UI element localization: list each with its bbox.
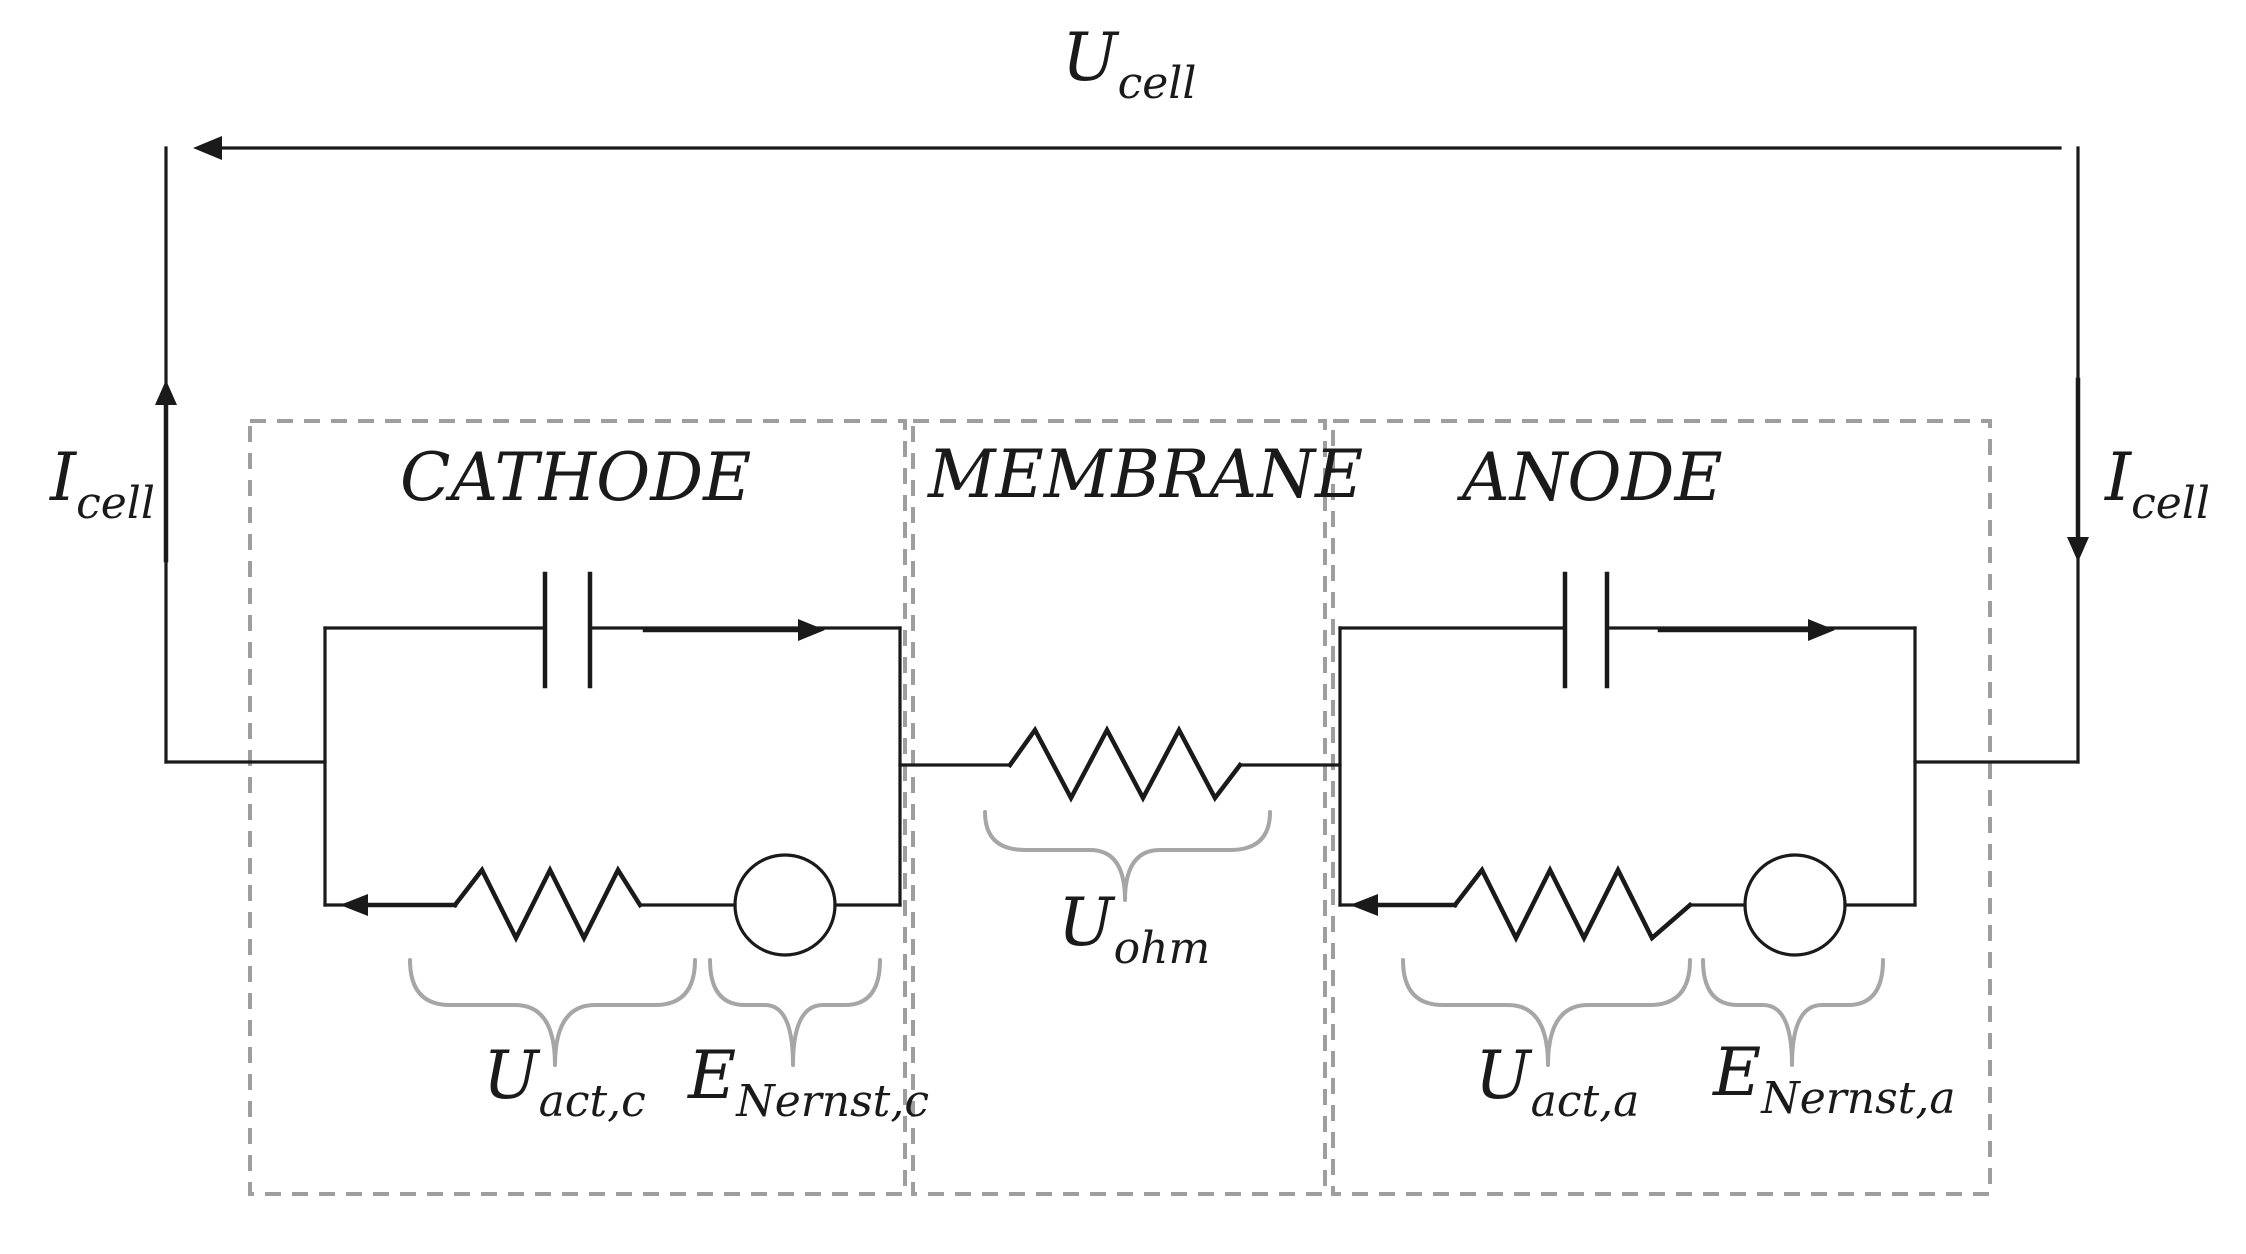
anode-capacitor <box>1562 571 1610 689</box>
i-cell-left-label: Icell <box>49 439 155 529</box>
membrane-ohmic-resistor <box>1006 725 1244 803</box>
e-nernst-a-label: ENernst,a <box>1712 1034 1956 1124</box>
current-arrow-left <box>155 380 177 563</box>
brace-u-ohm <box>983 810 1272 902</box>
cathode-capacitor-arrow <box>642 619 825 641</box>
cathode-nernst-source <box>733 853 837 957</box>
current-arrow-right <box>2067 377 2089 562</box>
anode-activation-resistor <box>1451 864 1694 944</box>
anode-return-arrow <box>1350 894 1458 916</box>
u-act-c-label: Uact,c <box>483 1037 646 1127</box>
anode-nernst-source <box>1743 853 1847 957</box>
u-cell-top-label: Ucell <box>1062 19 1196 109</box>
anode-region-box <box>1331 419 1992 1196</box>
membrane-region-box <box>911 419 1327 1196</box>
anode-circuit <box>1338 626 1917 907</box>
anode-title: ANODE <box>1456 439 1723 516</box>
cathode-capacitor <box>542 571 593 689</box>
membrane-title: MEMBRANE <box>927 436 1363 513</box>
cathode-activation-resistor <box>451 864 644 944</box>
cathode-return-arrow <box>340 894 458 916</box>
brace-e-nernst-a <box>1701 958 1885 1067</box>
anode-capacitor-arrow <box>1657 619 1835 641</box>
top-voltage-arrowhead <box>193 136 222 160</box>
brace-u-act-c <box>408 958 697 1067</box>
cathode-title: CATHODE <box>400 439 751 516</box>
cathode-region-box <box>248 419 907 1196</box>
i-cell-right-label: Icell <box>2104 439 2210 529</box>
e-nernst-c-label: ENernst,c <box>687 1037 929 1127</box>
u-act-a-label: Uact,a <box>1475 1037 1639 1127</box>
u-ohm-label: Uohm <box>1058 884 1210 974</box>
brace-e-nernst-c <box>708 958 882 1067</box>
brace-u-act-a <box>1401 958 1692 1067</box>
